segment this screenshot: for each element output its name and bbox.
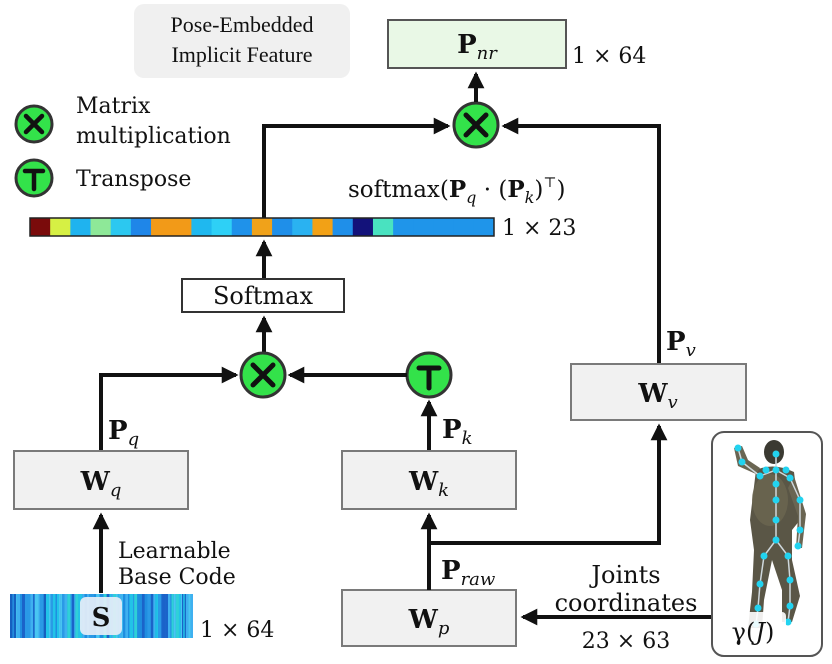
attention-cell	[372, 218, 394, 236]
legend-transpose-label: Transpose	[76, 167, 191, 192]
title-line-2: Implicit Feature	[171, 42, 312, 67]
pv-label: Pv	[666, 327, 696, 361]
base-code-dim: 1 × 64	[200, 618, 274, 643]
pk-label: Pk	[442, 415, 472, 449]
joints-label-2: coordinates	[555, 589, 698, 617]
joints-label-1: Joints	[588, 561, 660, 589]
attention-cell	[473, 218, 495, 236]
praw-label: Praw	[441, 556, 496, 590]
gamma-label: γ(J)	[732, 618, 775, 646]
attention-cell	[393, 218, 414, 236]
attention-cell	[50, 218, 71, 236]
legend-matrix-label-2: multiplication	[76, 124, 231, 149]
attention-dim: 1 × 23	[502, 216, 576, 241]
attention-cell	[453, 218, 475, 236]
wq-label: Wq	[80, 467, 122, 501]
attention-cell	[292, 218, 313, 236]
wq-box	[13, 450, 189, 510]
joints-dim: 23 × 63	[582, 629, 670, 654]
wk-box	[341, 450, 517, 510]
output-dim: 1 × 64	[572, 44, 646, 69]
human-figure-icon	[734, 440, 806, 628]
attention-cell	[110, 218, 132, 236]
title-line-1: Pose-Embedded	[171, 12, 314, 37]
softmax-box	[181, 278, 345, 313]
attention-cell	[90, 218, 112, 236]
attention-cell	[151, 218, 172, 236]
softmax-label: Softmax	[213, 282, 313, 310]
attention-cell	[70, 218, 92, 236]
attention-cell	[130, 218, 152, 236]
title-box	[134, 4, 350, 78]
attention-cell	[251, 218, 273, 236]
legend-transpose	[14, 158, 54, 198]
joint-points	[734, 444, 804, 628]
attention-cell	[433, 218, 455, 236]
attention-cell	[312, 218, 334, 236]
wv-label: Wv	[637, 379, 677, 413]
attention-weights-bar	[30, 218, 495, 236]
wk-label: Wk	[408, 467, 449, 501]
attention-cell	[191, 218, 213, 236]
attention-cell	[272, 218, 293, 236]
base-code-symbol: S	[92, 603, 111, 633]
attention-cell	[30, 218, 51, 236]
base-code-symbol-bg	[80, 597, 122, 635]
wp-label: Wp	[408, 605, 450, 639]
attention-cell	[352, 218, 374, 236]
wp-box	[341, 589, 517, 647]
attention-cell	[171, 218, 192, 236]
output-label: Pnr	[457, 30, 498, 64]
legend-matrix-label-1: Matrix	[76, 94, 151, 119]
legend-matmul	[14, 104, 54, 144]
attention-formula: softmax(Pq · (Pk)⊤)	[348, 175, 565, 207]
attention-cell	[332, 218, 354, 236]
base-code-label-1: Learnable	[118, 539, 231, 564]
attention-cell	[413, 218, 434, 236]
attention-cell	[211, 218, 233, 236]
pq-label: Pq	[108, 416, 139, 450]
base-code-label-2: Base Code	[118, 565, 236, 590]
attention-cell	[231, 218, 253, 236]
output-box	[387, 19, 567, 69]
wv-box	[570, 363, 747, 421]
